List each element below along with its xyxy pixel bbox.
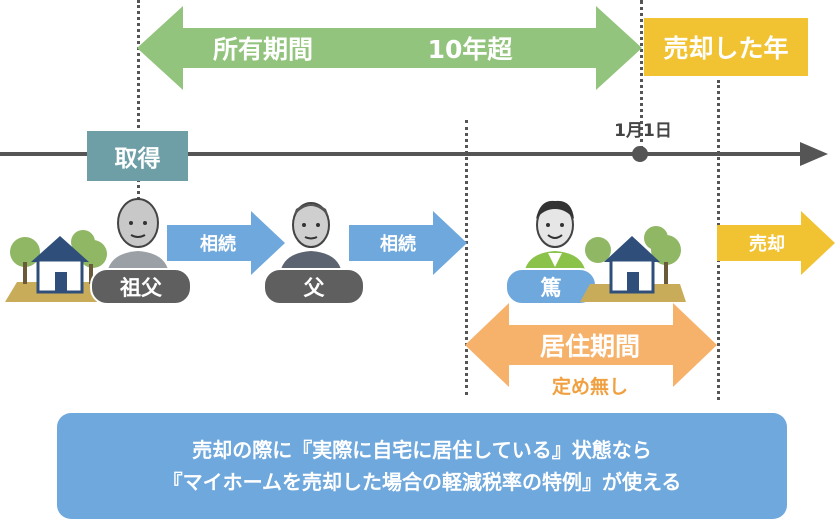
guide-jan1 [640, 0, 643, 150]
house-icon-right [580, 226, 686, 302]
grandfather-label: 祖父 [90, 268, 192, 305]
ownership-period-arrow [137, 6, 642, 90]
timeline-arrowhead [800, 142, 828, 166]
inherit-arrow-2 [349, 211, 467, 275]
residence-note: 定め無し [551, 376, 628, 398]
jan1-dot [632, 146, 648, 162]
residence-period-arrow [465, 303, 717, 387]
ownership-label: 所有期間 [212, 35, 313, 64]
summary-box: 売却の際に『実際に自宅に居住している』状態なら 『マイホームを売却した場合の軽減… [57, 413, 787, 519]
residence-label: 居住期間 [539, 332, 640, 361]
jan1-label: 1月1日 [614, 121, 672, 141]
summary-line-2: 『マイホームを売却した場合の軽減税率の特例』が使える [162, 470, 682, 494]
summary-line-1: 売却の際に『実際に自宅に居住している』状態なら [192, 438, 652, 462]
acquire-box: 取得 [87, 131, 188, 181]
house-icon [5, 230, 111, 302]
guide-acquire [137, 0, 140, 205]
grandfather-icon [107, 198, 169, 275]
sale-year-box: 売却した年 [644, 18, 808, 76]
self-label: 篤 [505, 268, 597, 305]
father-label: 父 [263, 268, 365, 305]
inherit-arrow-1 [167, 211, 285, 275]
sell-label: 売却 [749, 234, 785, 255]
inherit-label-1: 相続 [200, 234, 236, 255]
timeline-line [0, 152, 810, 156]
ownership-years: 10年超 [427, 35, 513, 64]
inherit-label-2: 相続 [380, 234, 416, 255]
sell-arrow [717, 211, 835, 275]
guide-residence-start [465, 120, 468, 395]
father-icon [280, 202, 342, 275]
